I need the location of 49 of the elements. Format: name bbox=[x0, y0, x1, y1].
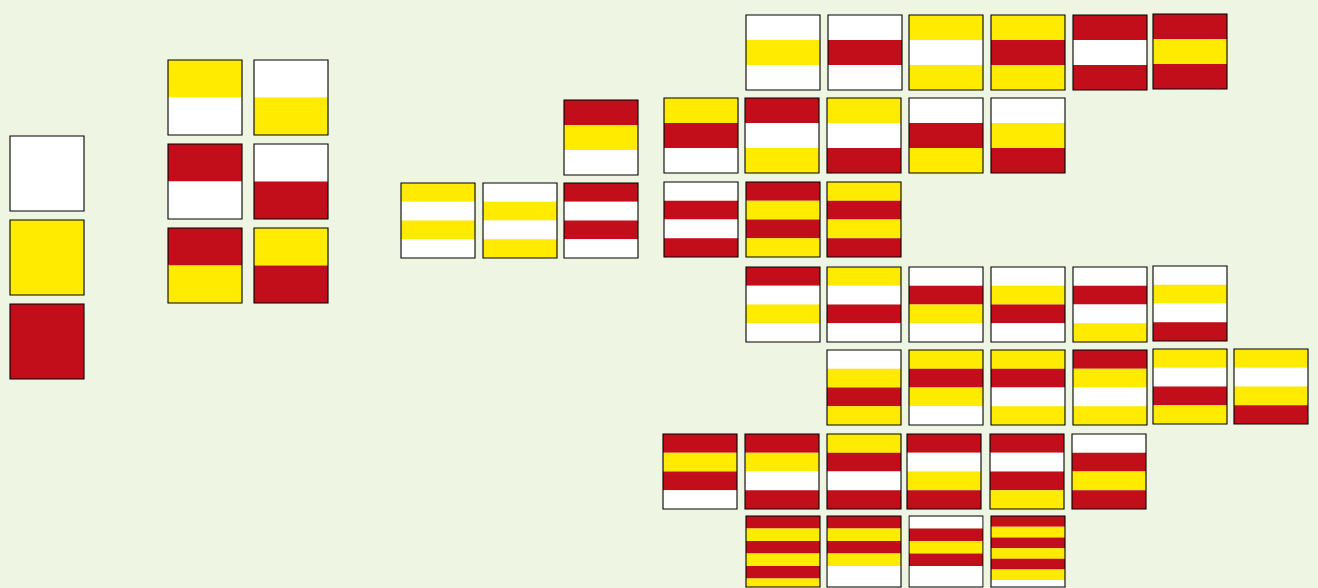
striped-flag bbox=[167, 227, 243, 304]
striped-flag bbox=[563, 99, 639, 176]
striped-flag bbox=[826, 97, 902, 174]
striped-flag bbox=[662, 433, 738, 510]
striped-flag bbox=[1152, 348, 1228, 425]
striped-flag bbox=[908, 266, 984, 343]
striped-flag bbox=[908, 515, 984, 588]
striped-flag bbox=[990, 515, 1066, 588]
striped-flag bbox=[1152, 265, 1228, 342]
striped-flag bbox=[1072, 349, 1148, 426]
striped-flag bbox=[1152, 13, 1228, 90]
striped-flag bbox=[563, 182, 639, 259]
striped-flag bbox=[9, 219, 85, 296]
striped-flag bbox=[482, 182, 558, 259]
striped-flag bbox=[908, 14, 984, 91]
striped-flag bbox=[990, 349, 1066, 426]
striped-flag bbox=[826, 266, 902, 343]
striped-flag bbox=[826, 181, 902, 258]
striped-flag bbox=[744, 433, 820, 510]
striped-flag bbox=[826, 515, 902, 588]
striped-flag bbox=[745, 515, 821, 588]
striped-flag bbox=[167, 59, 243, 136]
striped-flag bbox=[990, 266, 1066, 343]
striped-flag bbox=[908, 349, 984, 426]
striped-flag bbox=[1072, 266, 1148, 343]
striped-flag bbox=[400, 182, 476, 259]
striped-flag bbox=[9, 303, 85, 380]
striped-flag bbox=[253, 143, 329, 220]
striped-flag bbox=[1071, 433, 1147, 510]
striped-flag bbox=[745, 266, 821, 343]
striped-flag bbox=[1072, 14, 1148, 91]
striped-flag bbox=[9, 135, 85, 212]
striped-flag bbox=[826, 433, 902, 510]
striped-flag bbox=[827, 14, 903, 91]
striped-flag bbox=[663, 181, 739, 258]
striped-flag bbox=[253, 59, 329, 136]
striped-flag bbox=[990, 14, 1066, 91]
striped-flag bbox=[663, 97, 739, 174]
striped-flag bbox=[253, 227, 329, 304]
striped-flag bbox=[744, 97, 820, 174]
striped-flag bbox=[167, 143, 243, 220]
striped-flag bbox=[989, 433, 1065, 510]
striped-flag bbox=[745, 14, 821, 91]
striped-flag bbox=[906, 433, 982, 510]
striped-flag bbox=[990, 97, 1066, 174]
striped-flag bbox=[908, 97, 984, 174]
striped-flag bbox=[1233, 348, 1309, 425]
striped-flag bbox=[745, 181, 821, 258]
striped-flag bbox=[826, 349, 902, 426]
